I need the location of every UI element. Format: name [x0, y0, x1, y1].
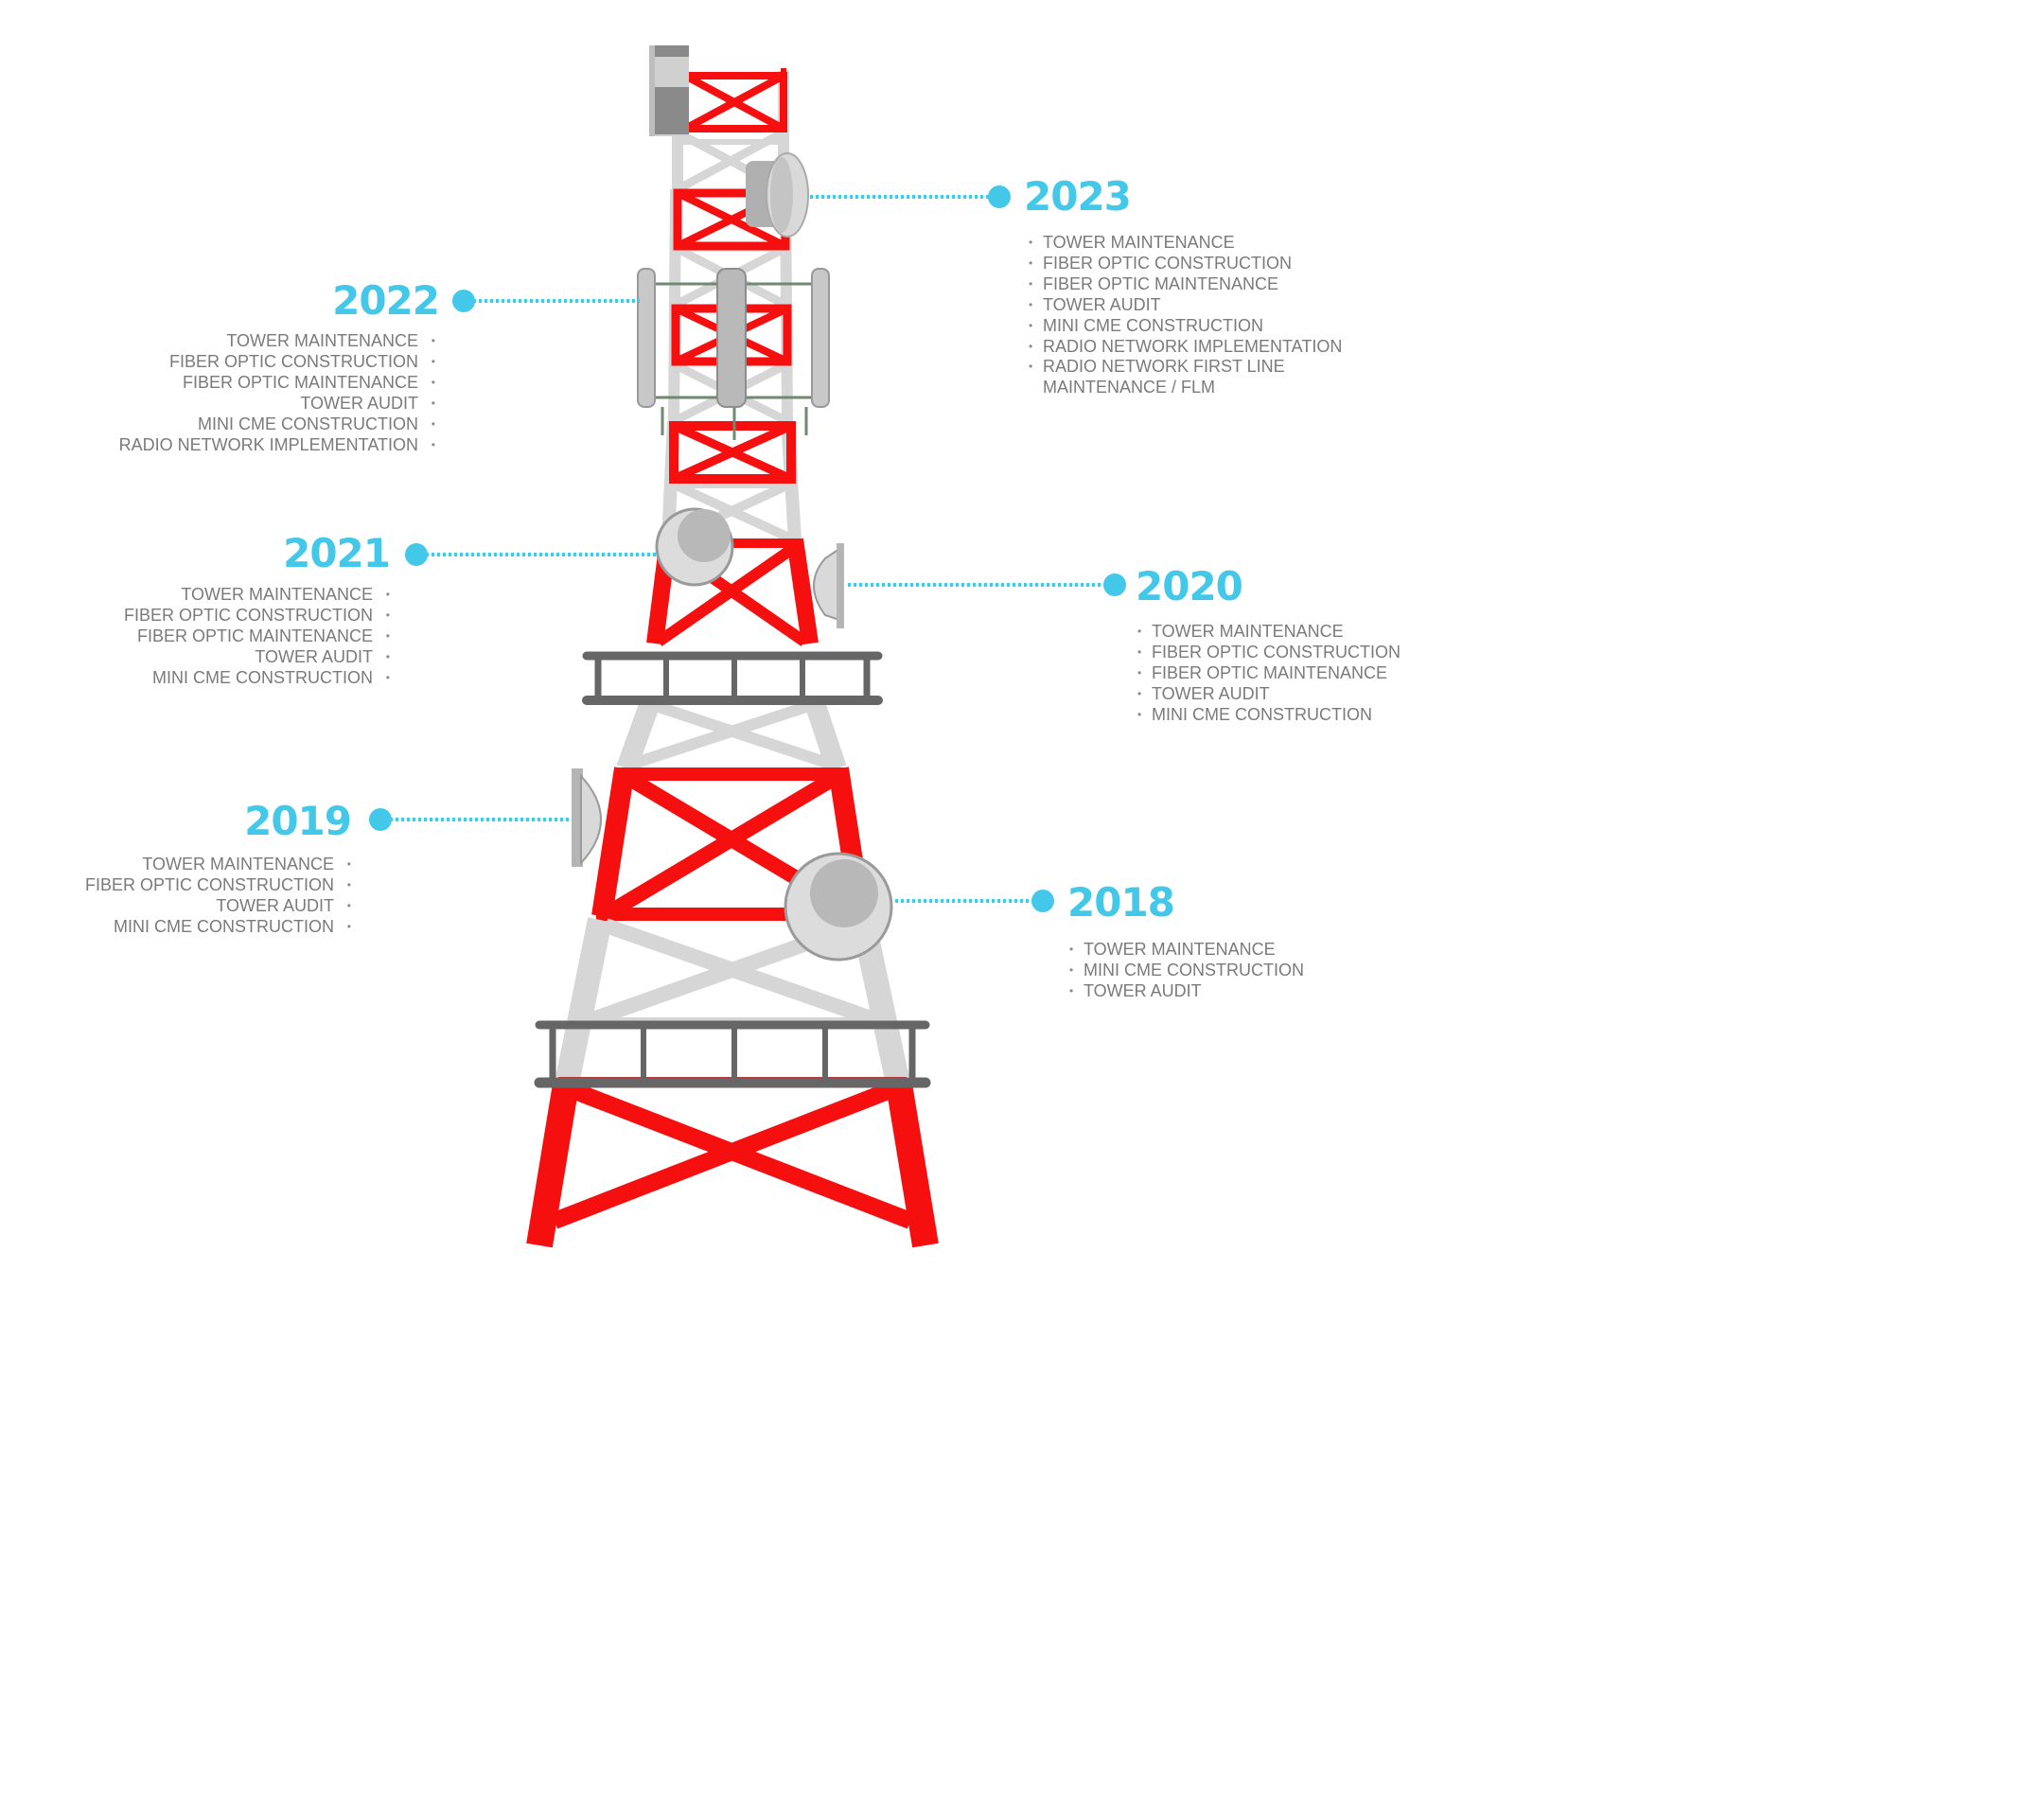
year-label-2019: 2019 — [244, 798, 352, 844]
platform-lower — [534, 1020, 931, 1088]
dish-2023 — [746, 152, 809, 238]
services-list-2020: TOWER MAINTENANCEFIBER OPTIC CONSTRUCTIO… — [1137, 622, 1401, 726]
services-list-2021: TOWER MAINTENANCEFIBER OPTIC CONSTRUCTIO… — [124, 585, 390, 689]
dish-2020 — [813, 543, 844, 628]
service-item: MINI CME CONSTRUCTION — [1069, 961, 1304, 981]
services-list-2023: TOWER MAINTENANCEFIBER OPTIC CONSTRUCTIO… — [1029, 233, 1342, 398]
service-item: FIBER OPTIC MAINTENANCE — [1137, 663, 1401, 684]
service-item: FIBER OPTIC MAINTENANCE — [1029, 274, 1342, 295]
service-item: MINI CME CONSTRUCTION — [119, 415, 435, 435]
telecom-tower-illustration — [369, 45, 1126, 1248]
connector-2021 — [405, 543, 657, 566]
service-item: TOWER MAINTENANCE — [85, 855, 351, 875]
service-item: FIBER OPTIC CONSTRUCTION — [119, 352, 435, 373]
service-item: TOWER AUDIT — [85, 896, 351, 917]
platform-upper — [582, 651, 883, 705]
service-item: MINI CME CONSTRUCTION — [85, 917, 351, 938]
service-item: RADIO NETWORK IMPLEMENTATION — [119, 435, 436, 456]
connector-2019 — [369, 808, 572, 831]
service-item: TOWER MAINTENANCE — [119, 331, 435, 352]
service-item: TOWER MAINTENANCE — [1137, 622, 1401, 643]
dish-2019 — [572, 768, 602, 867]
service-item: RADIO NETWORK FIRST LINE — [1029, 357, 1342, 378]
service-item: MINI CME CONSTRUCTION — [124, 668, 390, 689]
service-item: TOWER AUDIT — [124, 647, 390, 668]
service-item: TOWER AUDIT — [1137, 684, 1401, 705]
tower-middle-section — [555, 538, 909, 1082]
tower-base — [526, 1077, 939, 1248]
service-item: FIBER OPTIC MAINTENANCE — [124, 626, 390, 647]
service-item: FIBER OPTIC CONSTRUCTION — [1029, 254, 1342, 274]
connector-2018 — [895, 890, 1054, 912]
service-item: FIBER OPTIC CONSTRUCTION — [1137, 643, 1401, 663]
service-item: TOWER AUDIT — [1069, 981, 1304, 1002]
dish-2021 — [655, 507, 734, 587]
dish-2018 — [784, 852, 893, 961]
services-list-2019: TOWER MAINTENANCEFIBER OPTIC CONSTRUCTIO… — [85, 855, 351, 938]
service-item: RADIO NETWORK IMPLEMENTATION — [1029, 337, 1342, 358]
service-item: MINI CME CONSTRUCTION — [1029, 316, 1342, 337]
service-item: TOWER MAINTENANCE — [1029, 233, 1342, 254]
service-item: FIBER OPTIC MAINTENANCE — [119, 373, 435, 394]
year-label-2018: 2018 — [1067, 879, 1175, 926]
services-list-2018: TOWER MAINTENANCEMINI CME CONSTRUCTIONTO… — [1069, 940, 1304, 1002]
connector-2022 — [452, 290, 640, 312]
service-item: TOWER AUDIT — [119, 394, 435, 415]
service-item: TOWER MAINTENANCE — [1069, 940, 1304, 961]
year-label-2021: 2021 — [283, 530, 391, 576]
equipment-box-top — [649, 45, 689, 136]
service-item: MINI CME CONSTRUCTION — [1137, 705, 1401, 726]
service-item: TOWER MAINTENANCE — [124, 585, 390, 606]
year-label-2023: 2023 — [1024, 173, 1132, 220]
connector-2023 — [810, 185, 1011, 208]
service-item: FIBER OPTIC CONSTRUCTION — [85, 875, 351, 896]
services-list-2022: TOWER MAINTENANCEFIBER OPTIC CONSTRUCTIO… — [119, 331, 436, 456]
service-item: FIBER OPTIC CONSTRUCTION — [124, 606, 390, 626]
service-item: TOWER AUDIT — [1029, 295, 1342, 316]
service-item: MAINTENANCE / FLM — [1043, 378, 1216, 397]
connector-2020 — [848, 573, 1126, 596]
year-label-2022: 2022 — [332, 277, 440, 324]
year-label-2020: 2020 — [1136, 563, 1243, 609]
antenna-cluster — [637, 268, 830, 440]
